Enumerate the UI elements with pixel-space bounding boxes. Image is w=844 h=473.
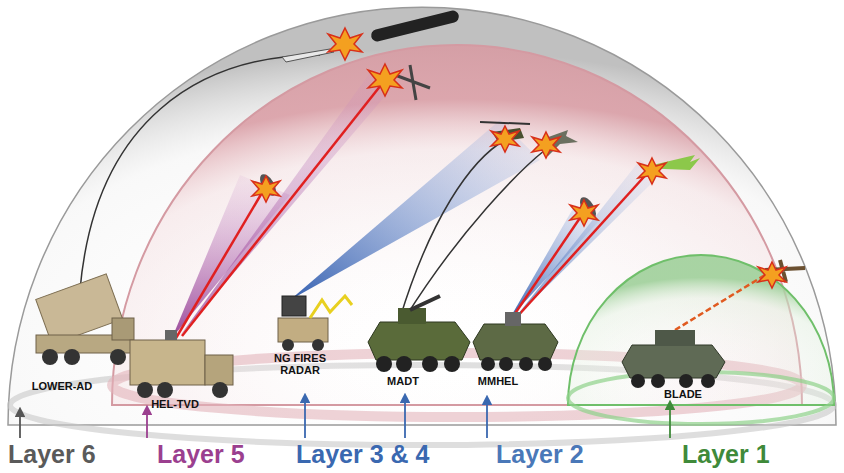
layer-label: Layer 1 bbox=[682, 441, 770, 469]
vehicle-label: BLADE bbox=[664, 388, 702, 400]
layer-label: Layer 5 bbox=[157, 441, 245, 469]
vehicle-label: MMHEL bbox=[478, 375, 518, 387]
vehicle-label: HEL-TVD bbox=[151, 398, 199, 410]
vehicle-label: LOWER-AD bbox=[32, 380, 93, 392]
layer-label: Layer 6 bbox=[8, 441, 96, 469]
layer-label: Layer 2 bbox=[496, 441, 584, 469]
layer-label: Layer 3 & 4 bbox=[296, 441, 429, 469]
vehicle-label: NG FIRES RADAR bbox=[265, 352, 335, 376]
vehicle-label: MADT bbox=[387, 375, 419, 387]
